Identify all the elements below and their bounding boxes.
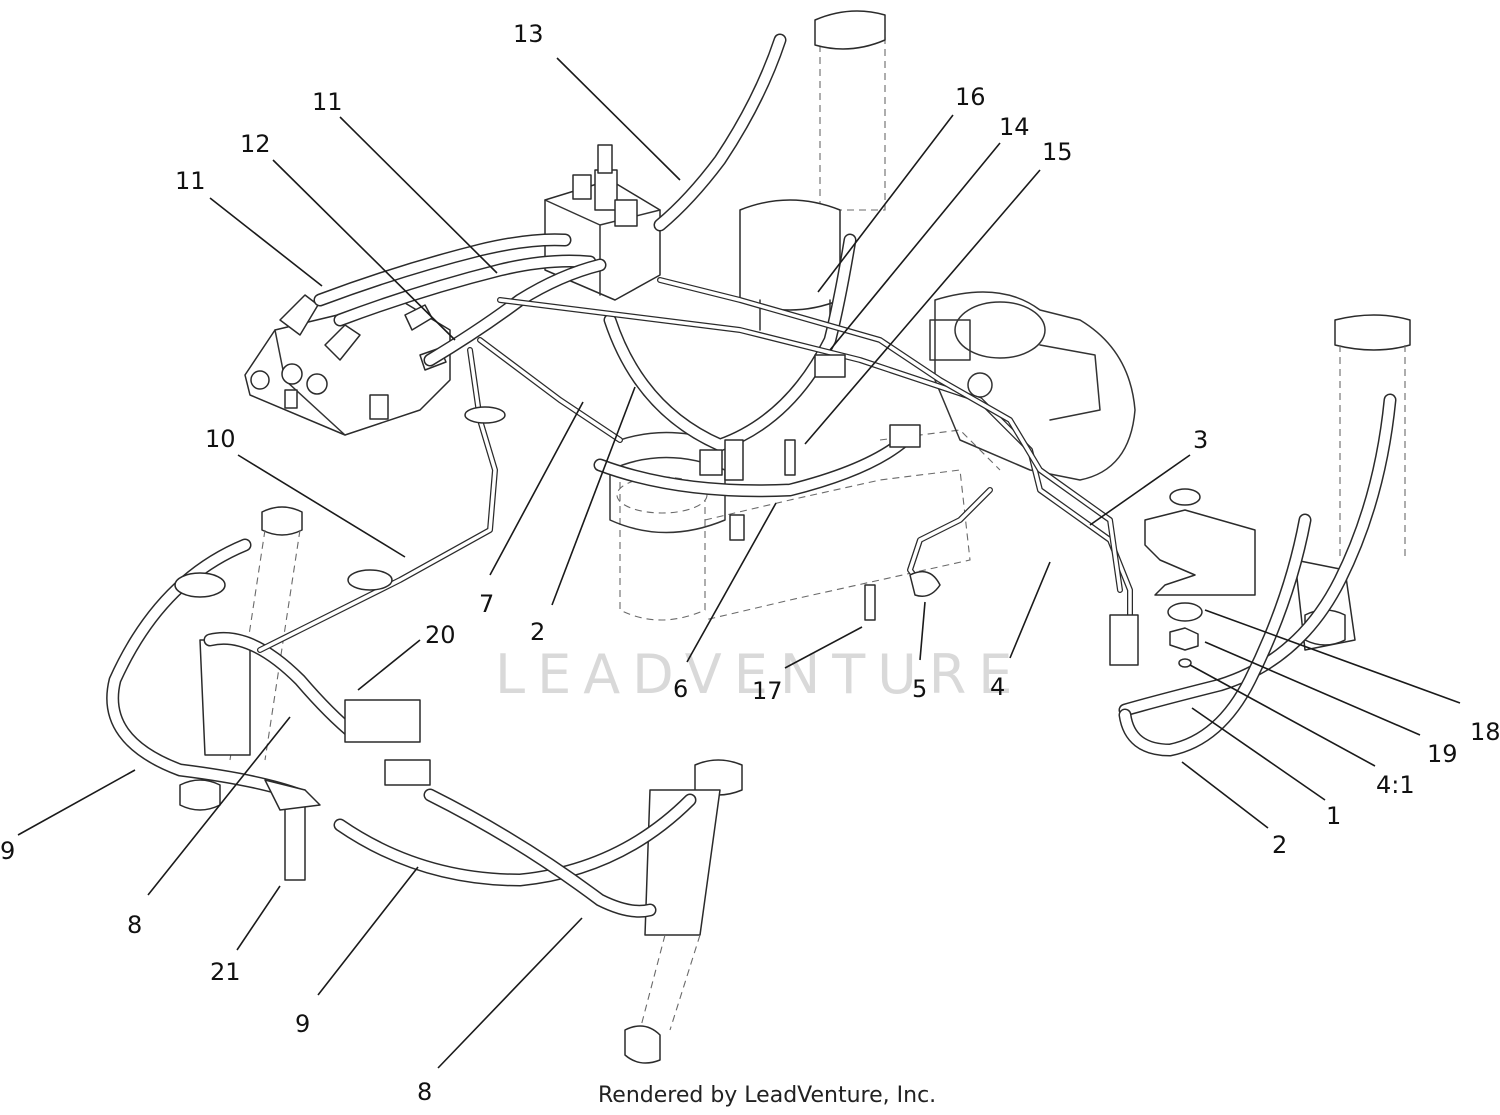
leader-13: [556, 57, 681, 181]
callout-9-left: 9: [0, 837, 15, 865]
leader-19: [1204, 641, 1421, 736]
leader-2-center: [551, 386, 636, 606]
render-credit: Rendered by LeadVenture, Inc.: [598, 1083, 936, 1108]
leader-7: [489, 401, 584, 576]
callout-14: 14: [999, 113, 1030, 141]
leader-20: [357, 639, 421, 691]
leader-9-lower: [317, 866, 419, 996]
callout-11-upper: 11: [312, 88, 343, 116]
callout-21: 21: [210, 958, 241, 986]
leader-15: [804, 169, 1041, 445]
leader-1: [1191, 707, 1326, 801]
callout-17: 17: [752, 677, 783, 705]
leader-18: [1204, 609, 1461, 704]
callout-20: 20: [425, 621, 456, 649]
lift-cylinder-right: [1294, 314, 1411, 651]
callout-1: 1: [1326, 802, 1341, 830]
leader-14: [829, 142, 1001, 351]
callout-labels: 13 11 12 11 16 14 15 10 3 7 2 20 6 17 5 …: [0, 20, 1500, 1106]
callout-4-1: 4:1: [1376, 771, 1415, 799]
callout-lines: [17, 57, 1461, 1069]
leader-10: [237, 454, 406, 558]
leader-16: [817, 114, 954, 293]
callout-3: 3: [1193, 426, 1208, 454]
callout-8-left: 8: [127, 911, 142, 939]
callout-12: 12: [240, 130, 271, 158]
mounting-plate: [1144, 488, 1256, 668]
callout-7: 7: [479, 590, 494, 618]
leader-9-left: [17, 769, 136, 836]
callout-8-lower: 8: [417, 1078, 432, 1106]
callout-10: 10: [205, 425, 236, 453]
leader-3: [1089, 454, 1191, 526]
leader-6: [686, 502, 777, 663]
callout-16: 16: [955, 83, 986, 111]
leader-12: [272, 159, 456, 341]
leader-2-right: [1181, 761, 1269, 829]
callout-2-center: 2: [530, 618, 545, 646]
callout-11-lower: 11: [175, 167, 206, 195]
callout-19: 19: [1427, 740, 1458, 768]
callout-5: 5: [912, 675, 927, 703]
leader-5: [919, 601, 926, 661]
leader-17: [784, 626, 863, 669]
watermark: LEADVENTURE: [495, 643, 1024, 706]
callout-18: 18: [1470, 718, 1500, 746]
callout-6: 6: [673, 675, 688, 703]
hoses: [106, 33, 1397, 918]
leader-4-1: [1189, 664, 1376, 767]
leader-8-lower: [437, 917, 583, 1069]
lift-cylinder-left: [179, 506, 303, 811]
fittings: [174, 354, 1139, 881]
callout-15: 15: [1042, 138, 1073, 166]
leader-11-lower: [209, 197, 323, 287]
callout-2-right: 2: [1272, 831, 1287, 859]
leader-8-left: [147, 716, 291, 896]
illustration: [106, 10, 1411, 1064]
callout-4-right: 4: [990, 673, 1005, 701]
leader-21: [236, 885, 281, 951]
watermark-text: LEADVENTURE: [495, 643, 1024, 706]
lift-cylinder-upper: [739, 10, 886, 331]
leader-11-upper: [339, 116, 498, 274]
callout-13: 13: [513, 20, 544, 48]
callout-9-lower: 9: [295, 1010, 310, 1038]
leader-4-right: [1009, 561, 1051, 659]
